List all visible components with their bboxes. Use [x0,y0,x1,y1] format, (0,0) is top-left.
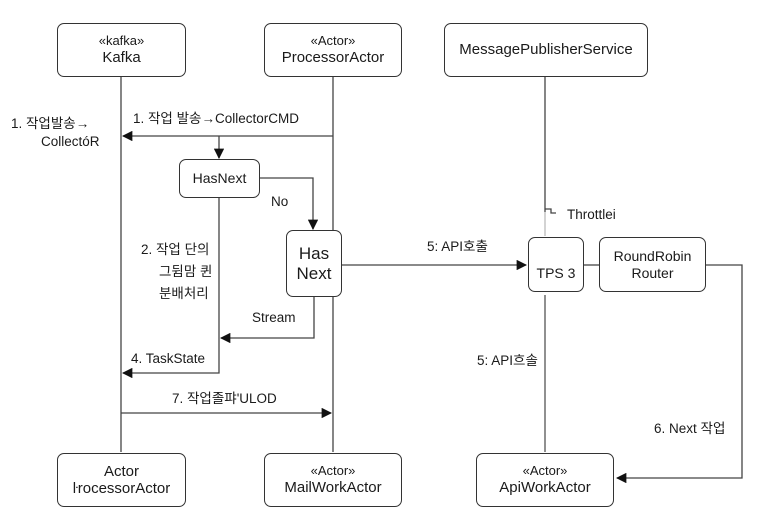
hasnext-small-label: HasNext [192,170,247,187]
throttle-label: Throttlei [567,207,616,222]
api-call-lower-label: 5: API흐솔 [477,353,538,368]
mail-name: MailWorkActor [284,478,382,496]
api-call-label: 5: API호출 [427,239,488,254]
split-label-line1: 2. 작업 단의 [141,242,210,257]
participant-kafka-bottom[interactable]: Actor ŀrocessorActor [57,453,186,507]
kafka-bottom-stereotype: Actor [103,462,139,480]
next-job-label: 6. Next 작업 [654,421,726,436]
hasnext-big-line2: Next [296,263,332,283]
router-line2: Router [631,264,674,281]
side-send-label-line2: CollectóR [41,134,100,149]
send-cmd-label: 1. 작업 발송→CollectorCMD [133,111,299,126]
participant-kafka[interactable]: «kafka» Kafka [57,23,186,77]
router-line1: RoundRobin [613,248,692,265]
no-branch-arrow [259,177,319,231]
next-job-arrow [615,264,743,484]
stream-arrow [219,297,315,344]
hasnext-big-line1: Has [298,243,330,263]
mail-stereotype: «Actor» [310,462,356,478]
hasnext-big-node[interactable]: Has Next [286,230,342,297]
throttle-tick [545,208,556,214]
kafka-name: Kafka [102,48,141,66]
throttle-tps-label: TPS 3 [536,265,576,282]
participant-processor-actor[interactable]: «Actor» ProcessorActor [264,23,402,77]
roundrobin-router-node[interactable]: RoundRobin Router [599,237,706,292]
no-label: No [271,194,289,209]
taskstate-label: 4. TaskState [131,351,206,366]
side-send-label-line1: 1. 작업발송→ [11,116,90,131]
throttle-node[interactable]: TPS 3 [528,237,584,292]
publisher-name: MessagePublisherService [459,41,633,59]
api-name: ApiWorkActor [499,478,591,496]
split-label-line3: 분배처리 [159,286,209,301]
participant-message-publisher[interactable]: MessagePublisherService [444,23,648,77]
split-label-line2: 그뒴맘 퀸 [159,264,213,279]
processor-name: ProcessorActor [281,48,385,66]
hasnext-small-node[interactable]: HasNext [179,159,260,198]
stream-label: Stream [252,310,296,325]
participant-api-work-actor[interactable]: «Actor» ApiWorkActor [476,453,614,507]
split-line [121,198,220,379]
result-label: 7. 작업졸퍄'ULOD [172,391,277,406]
api-stereotype: «Actor» [522,462,568,478]
kafka-bottom-name: ŀrocessorActor [72,480,171,497]
participant-mail-work-actor[interactable]: «Actor» MailWorkActor [264,453,402,507]
kafka-stereotype: «kafka» [98,32,145,48]
processor-stereotype: «Actor» [310,32,356,48]
